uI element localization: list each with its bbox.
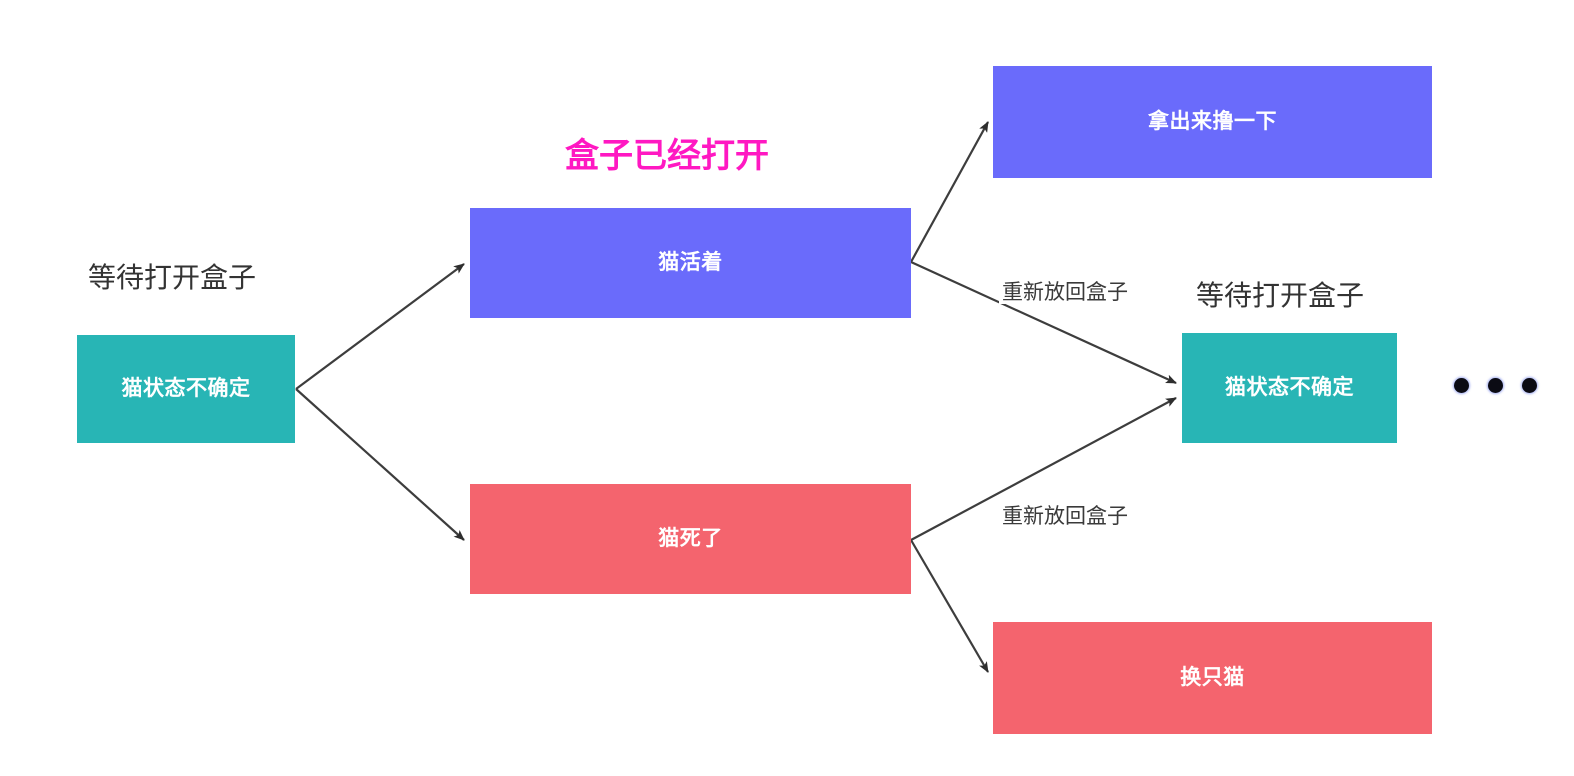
edge-dead-to-swap bbox=[910, 539, 989, 673]
edge-alive-to-pet bbox=[910, 121, 989, 263]
ellipsis-dot bbox=[1454, 378, 1469, 393]
continuation-ellipsis bbox=[1454, 378, 1537, 393]
node-cat-alive[interactable]: 猫活着 bbox=[470, 208, 911, 318]
caption-waiting-right: 等待打开盒子 bbox=[1196, 280, 1365, 311]
node-label: 猫死了 bbox=[658, 527, 723, 551]
node-label: 拿出来撸一下 bbox=[1148, 110, 1277, 134]
edge-start-to-dead bbox=[295, 388, 465, 541]
node-label: 猫活着 bbox=[658, 251, 723, 275]
node-pet-the-cat[interactable]: 拿出来撸一下 bbox=[993, 66, 1432, 178]
node-label: 猫状态不确定 bbox=[121, 377, 251, 401]
caption-waiting-left: 等待打开盒子 bbox=[88, 262, 257, 293]
node-start-uncertain[interactable]: 猫状态不确定 bbox=[77, 335, 295, 443]
ellipsis-dot bbox=[1522, 378, 1537, 393]
node-swap-cat[interactable]: 换只猫 bbox=[993, 622, 1432, 734]
node-end-uncertain[interactable]: 猫状态不确定 bbox=[1182, 333, 1397, 443]
edge-start-to-alive bbox=[295, 263, 465, 390]
ellipsis-dot bbox=[1488, 378, 1503, 393]
node-label: 猫状态不确定 bbox=[1225, 376, 1354, 400]
node-label: 换只猫 bbox=[1180, 666, 1245, 690]
edge-label-dead-to-end: 重新放回盒子 bbox=[999, 505, 1131, 528]
edge-label-alive-to-end: 重新放回盒子 bbox=[999, 281, 1131, 304]
box-opened-title: 盒子已经打开 bbox=[565, 137, 769, 175]
node-cat-dead[interactable]: 猫死了 bbox=[470, 484, 911, 594]
